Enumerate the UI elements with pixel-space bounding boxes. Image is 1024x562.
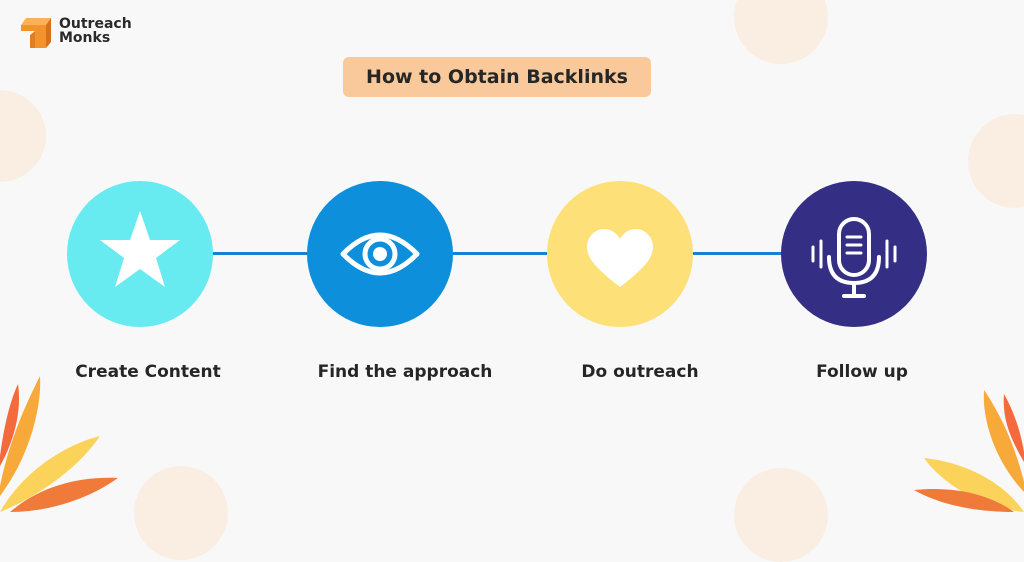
connector-line-2 <box>452 252 548 255</box>
star-icon <box>100 211 180 287</box>
decor-leaves-left <box>0 376 118 512</box>
step-do-outreach-circle <box>547 181 693 327</box>
decor-blob-top <box>734 0 828 64</box>
step-follow-up-label: Follow up <box>816 362 908 382</box>
decor-blob-left <box>0 90 46 182</box>
connector-line-3 <box>692 252 782 255</box>
brand-mark-icon <box>21 18 51 48</box>
step-do-outreach-label: Do outreach <box>581 362 699 382</box>
decor-blob-bottom-left <box>134 466 228 560</box>
brand-logo: Outreach Monks <box>20 17 132 49</box>
brand-name-line2: Monks <box>59 30 111 46</box>
connector-line-1 <box>212 252 308 255</box>
page-title: How to Obtain Backlinks <box>343 57 651 97</box>
decor-blob-bottom-right <box>734 468 828 562</box>
eye-icon <box>340 232 420 276</box>
brand-name-line1: Outreach <box>59 16 132 32</box>
heart-icon <box>587 229 653 287</box>
step-find-approach-label: Find the approach <box>317 362 493 382</box>
step-create-content-label: Create Content <box>75 362 221 382</box>
step-create-content-circle <box>67 181 213 327</box>
decor-blob-right <box>968 114 1024 208</box>
microphone-icon <box>811 217 897 298</box>
decor-leaves-right <box>914 390 1024 512</box>
step-find-approach-circle <box>307 181 453 327</box>
step-follow-up-circle <box>781 181 927 327</box>
